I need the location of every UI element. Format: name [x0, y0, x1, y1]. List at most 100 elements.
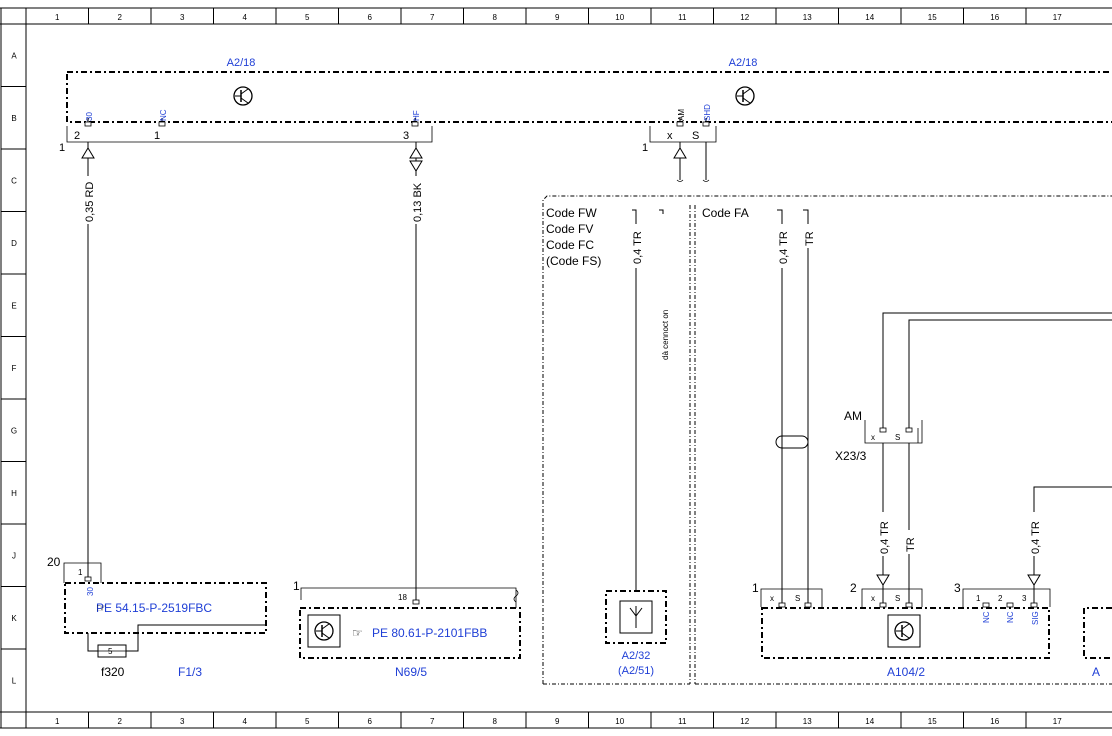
a104-pin-n3: 3: [1022, 594, 1027, 603]
column-number: 5: [305, 717, 310, 726]
column-number: 9: [555, 13, 560, 22]
code-variant-regions: [542, 195, 1112, 685]
code-fs: (Code FS): [546, 254, 601, 268]
wire-035-rd-label: 0,35 RD: [84, 182, 96, 222]
n69-5-component: 1 18 ☞ PE 80.61-P-2101FBB N69/5: [293, 579, 521, 679]
column-number: 6: [368, 717, 373, 726]
column-number: 12: [740, 717, 749, 726]
row-letter: L: [12, 676, 17, 685]
wire-04-tr-a-label: 0,4 TR: [778, 231, 790, 264]
code-fv: Code FV: [546, 222, 593, 236]
a104-pin-sig: SIG: [1031, 611, 1040, 625]
column-number: 11: [678, 13, 687, 22]
x23-pin-x: x: [871, 433, 875, 442]
column-number: 13: [803, 13, 812, 22]
f1-3-pin-20: 20: [47, 555, 61, 569]
a2-32-label: A2/32: [622, 650, 651, 662]
wire-tr-b-label: TR: [905, 537, 917, 552]
column-number: 7: [430, 717, 435, 726]
row-letter: K: [11, 614, 17, 623]
column-number: 5: [305, 13, 310, 22]
pin-hf-label: HF: [412, 110, 421, 121]
a104-2-component: 1 2 3 x S x S 1 2 3 NC NC SIG A104/2: [752, 581, 1051, 679]
column-number: 14: [865, 717, 874, 726]
code-fa: Code FA: [702, 206, 749, 220]
column-number: 13: [803, 717, 812, 726]
f1-3-label: F1/3: [178, 665, 202, 679]
wire-04-tr-b-label: 0,4 TR: [879, 521, 891, 554]
column-number: 10: [615, 717, 624, 726]
wire-tr-a-label: TR: [804, 231, 816, 246]
n69-5-ref: PE 80.61-P-2101FBB: [372, 626, 487, 640]
a2-18-pin-stubs: 30 NC HF AM SHD: [84, 104, 712, 127]
row-letter: G: [11, 426, 17, 435]
conn-number-left: 1: [59, 142, 65, 154]
pin-am-label: AM: [677, 109, 686, 121]
right-cut-component: A: [1083, 607, 1112, 679]
a104-pin-nc1: NC: [982, 611, 991, 623]
a104-pin-n2: 2: [998, 594, 1003, 603]
row-letter: C: [11, 176, 17, 185]
a104-pin-nc2: NC: [1006, 611, 1015, 623]
conn-pin-2: 2: [74, 130, 80, 142]
not-connected-label: dà cennoct on: [661, 310, 670, 360]
column-number: 9: [555, 717, 560, 726]
pin-shd-label: SHD: [703, 104, 712, 121]
a104-pin-n1: 1: [976, 594, 981, 603]
row-letter: E: [11, 301, 16, 310]
column-number: 10: [615, 13, 624, 22]
code-fc: Code FC: [546, 238, 594, 252]
row-letter: A: [11, 51, 17, 60]
column-number: 6: [368, 13, 373, 22]
transistor-icon: [894, 621, 914, 641]
sig-wire: 0,4 TR: [1026, 486, 1112, 603]
n69-5-label: N69/5: [395, 665, 427, 679]
hand-pointer-icon[interactable]: ☞: [352, 626, 363, 640]
a2-18-right-label: A2/18: [729, 57, 758, 69]
hand-pointer-icon[interactable]: ☞: [96, 601, 107, 615]
transistor-icon: [735, 86, 755, 106]
conn-pin-3: 3: [403, 130, 409, 142]
am-shd-wires: [673, 142, 710, 182]
twisted-pair-marker: [775, 435, 809, 449]
column-number: 2: [118, 13, 123, 22]
wire-035-rd: 0,35 RD: [80, 142, 96, 577]
a104-2-label: A104/2: [887, 665, 925, 679]
column-number: 8: [493, 13, 498, 22]
fuse-label: f320: [101, 665, 125, 679]
column-number: 17: [1053, 717, 1062, 726]
a104-pin-x1: x: [770, 594, 774, 603]
code-fw-block: Code FW Code FV Code FC (Code FS) 0,4 TR…: [546, 206, 670, 590]
row-letter: J: [12, 551, 16, 560]
column-number: 4: [243, 717, 248, 726]
conn-pin-s: S: [692, 130, 699, 142]
column-number: 11: [678, 717, 687, 726]
f1-3-pin-1: 1: [78, 568, 83, 577]
n69-5-pin-18: 18: [398, 593, 407, 602]
transistor-icon: [233, 86, 253, 106]
transistor-icon: [314, 621, 334, 641]
column-number: 4: [243, 13, 248, 22]
conn-number-mid: 1: [642, 142, 648, 154]
column-number: 16: [990, 717, 999, 726]
f1-3-ref: PE 54.15-P-2519FBC: [96, 601, 212, 615]
a104-pin-s1: S: [795, 594, 800, 603]
a104-pin-x2: x: [871, 594, 875, 603]
wire-04-tr-left-label: 0,4 TR: [632, 231, 644, 264]
f1-3-component: 20 1 30 PE 54.15-P-2519FBC ☞ 5 f320 F1/3: [47, 555, 267, 679]
row-letter: H: [11, 489, 17, 498]
column-number: 15: [928, 13, 937, 22]
a2-18-component: A2/18 A2/18: [66, 57, 1112, 123]
wire-013-bk-label: 0,13 BK: [412, 182, 424, 222]
column-number: 1: [55, 717, 60, 726]
column-number: 3: [180, 13, 185, 22]
x23-3-connector: AM x S X23/3 0,4 TR TR: [835, 312, 1112, 603]
column-number: 17: [1053, 13, 1062, 22]
code-fw: Code FW: [546, 206, 597, 220]
a104-conn-3: 3: [954, 581, 961, 595]
wire-013-bk: 0,13 BK: [408, 142, 424, 600]
column-number: 2: [118, 717, 123, 726]
column-number: 8: [493, 717, 498, 726]
